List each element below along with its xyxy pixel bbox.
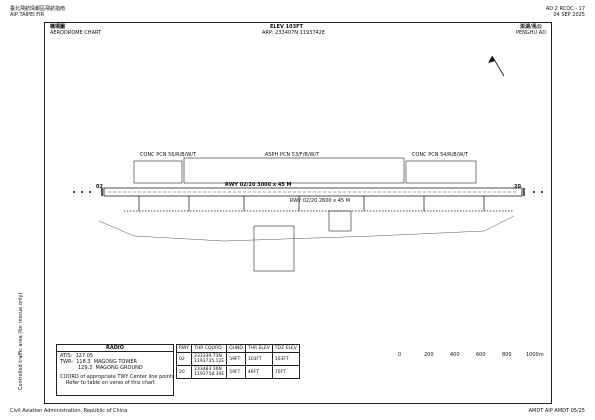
approach-light xyxy=(73,191,75,193)
apron-label-conc-west: CONC PCN 56/R/B/W/T xyxy=(140,152,197,158)
building-south xyxy=(253,225,295,272)
atis-label: ATIS: xyxy=(60,353,73,359)
col-thr-coord: THR COORD xyxy=(191,344,228,353)
apron-east xyxy=(405,160,477,184)
cell-coord-lon: 1193758.30E xyxy=(194,372,225,377)
elevation: ELEV 103FT xyxy=(270,24,303,30)
scale-tick: 800 xyxy=(502,352,512,358)
chart-title-cn: 機場圖 xyxy=(50,24,66,30)
runway-label-2: RWY 02/20 2600 x 45 M xyxy=(290,198,350,204)
cell-rwy: 20 xyxy=(175,365,193,379)
aerodrome-diagram xyxy=(73,55,543,272)
twr-freq-1: 118.3 xyxy=(76,359,91,365)
page-date: 04 SEP 2025 xyxy=(553,12,585,18)
radio-title: RADIO xyxy=(57,345,173,352)
approach-light xyxy=(81,191,83,193)
runway-label: RWY 02/20 3000 x 45 M xyxy=(225,182,292,188)
radio-note-1: COORD of appropriate TWY Center line poi… xyxy=(60,374,175,380)
threshold-table-header: RWY THR COORD GUND THR ELEV TDZ ELEV xyxy=(175,344,300,353)
scale-tick: 600 xyxy=(476,352,486,358)
chart-frame xyxy=(44,22,552,404)
apron-center xyxy=(183,157,405,184)
cell-coord-lon: 1193735.12E xyxy=(194,359,225,364)
cell-tdz-elev: 103FT xyxy=(271,352,300,366)
perimeter-fence xyxy=(98,215,515,242)
scale-tick: 400 xyxy=(450,352,460,358)
north-arrow-icon xyxy=(488,55,505,77)
aip-label: AIP TAIPEI FIR xyxy=(10,12,45,18)
apron-label-asph: ASPH PCN 53/F/B/W/T xyxy=(265,152,320,158)
cell-coord-lat: 233483.36N xyxy=(194,367,222,372)
building-se xyxy=(328,210,352,232)
cell-coord-lat: 233330.73N xyxy=(194,354,222,359)
footer-amendment: AMDT AIP AMDT 05/25 xyxy=(528,408,585,414)
cell-gund: 59FT xyxy=(226,352,246,366)
arp-coord: ARP: 233407N 1193742E xyxy=(262,30,326,36)
apron-west xyxy=(133,160,183,184)
airport-name-en: PENGHU AD xyxy=(516,30,547,36)
radio-note-2: Refer to table on verso of this chart xyxy=(66,380,155,386)
runway-end-20: 20 xyxy=(514,184,521,190)
cell-gund: 59FT xyxy=(226,365,246,379)
airport-name-cn: 澎湖/馬公 xyxy=(520,24,542,30)
approach-light xyxy=(89,191,91,193)
cell-thr-elev: 103FT xyxy=(244,352,273,366)
footer-authority: Civil Aviation Administration, Republic … xyxy=(10,408,128,414)
col-rwy: RWY xyxy=(175,344,193,353)
threshold-table: RWY THR COORD GUND THR ELEV TDZ ELEV 02 … xyxy=(175,344,300,379)
runway-end-02: 02 xyxy=(96,184,103,190)
col-gund: GUND xyxy=(226,344,246,353)
twr-label: TWR: xyxy=(60,359,74,365)
scale-tick: 0 xyxy=(398,352,402,358)
radio-box: RADIO ATIS: 127.05 TWR: 118.3 MAGONG TOW… xyxy=(56,344,174,396)
atis-freq: 127.05 xyxy=(75,353,94,359)
twr-freq-2: 129.3 xyxy=(78,365,93,371)
cell-rwy: 02 xyxy=(175,352,193,366)
org-title-cn: 臺北飛航情報區飛航指南 xyxy=(10,6,66,12)
approach-light xyxy=(533,191,535,193)
page-ref: AD 2 RCQC - 17 xyxy=(545,6,585,12)
apron-label-conc-east: CONC PCN 54/R/B/W/T xyxy=(412,152,469,158)
twr-name-1: MAGONG TOWER xyxy=(93,359,137,365)
approach-light xyxy=(541,191,543,193)
col-thr-elev: THR ELEV xyxy=(244,344,273,353)
twr-name-2: MAGONG GROUND xyxy=(95,365,143,371)
side-label: Controlled traffic area (for rescue only… xyxy=(18,292,24,390)
chart-title-en: AERODROME CHART xyxy=(50,30,102,36)
scale-tick: 1000m xyxy=(526,352,544,358)
cell-tdz-elev: 70FT xyxy=(271,365,300,379)
cell-thr-elev: 46FT xyxy=(244,365,273,379)
col-tdz-elev: TDZ ELEV xyxy=(271,344,300,353)
scale-tick: 200 xyxy=(424,352,434,358)
